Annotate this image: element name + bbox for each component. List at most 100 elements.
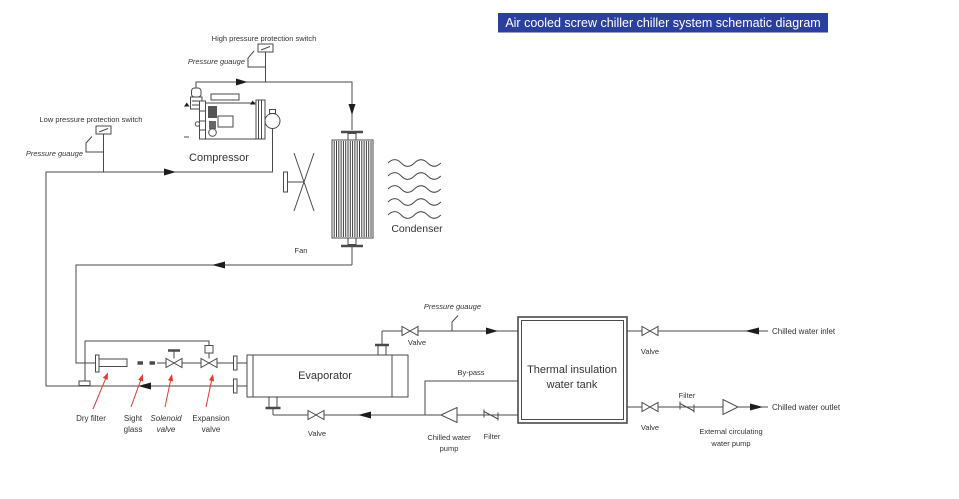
high-pressure-switch-label: High pressure protection switch [212, 34, 317, 43]
chilled-water-pump-label-2: pump [440, 444, 459, 453]
evaporator-label: Evaporator [298, 370, 352, 382]
flow-arrow-down-icon [348, 104, 356, 115]
chilled-water-pump-label: Chilled water [427, 433, 471, 442]
evaporator-bottom-stub [268, 397, 278, 407]
condenser-symbol [331, 130, 374, 265]
solenoid-valve-label-2: valve [157, 425, 176, 434]
valve-icon [314, 409, 325, 421]
hp-pressure-gauge-icon [247, 50, 266, 68]
right-flange-ribs [258, 100, 262, 139]
discharge-line [195, 43, 356, 130]
evaporator-upper-stub-flange [233, 355, 238, 371]
compressor-label: Compressor [189, 152, 249, 164]
valve-icon [408, 325, 419, 337]
condenser-top-stem [347, 133, 357, 141]
valve-icon [641, 325, 652, 337]
compressor-port [208, 128, 217, 137]
valve-label-water-top: Valve [408, 338, 426, 347]
wave-icon [387, 185, 442, 193]
expansion-head [204, 345, 214, 354]
tank-label: Thermal insulation [527, 364, 617, 376]
expansion-valve-icon [207, 357, 218, 369]
wave-icon [387, 172, 442, 180]
motor-cap [269, 109, 276, 114]
suction-line [45, 125, 273, 390]
leader-arrowhead-icon [138, 374, 144, 382]
fan-symbol [283, 152, 315, 212]
page-title: Air cooled screw chiller chiller system … [505, 16, 820, 30]
title-banner: Air cooled screw chiller chiller system … [498, 13, 828, 33]
dry-filter-label: Dry filter [76, 414, 106, 423]
air-flow-waves [387, 159, 442, 219]
condenser-bottom-stem [347, 237, 357, 245]
flow-arrow-left-icon [212, 261, 225, 269]
condenser-coil-fins [333, 141, 372, 237]
expansion-valve-label: Expansion [192, 414, 229, 423]
pressure-gauge-label-water: Pressure guauge [424, 302, 481, 311]
valve-icon [648, 325, 659, 337]
evaporator-top-stub [377, 346, 387, 355]
leader-arrowhead-icon [209, 374, 215, 382]
external-pump-label: External circulating [699, 427, 762, 436]
solenoid-valve-icon [165, 357, 176, 369]
expansion-valve-icon [200, 357, 211, 369]
liquid-pipe [75, 264, 352, 364]
external-pump-icon [722, 398, 740, 416]
leader-dry-filter [92, 376, 107, 410]
wave-icon [387, 159, 442, 167]
evaporator-lower-stub-flange [233, 378, 238, 394]
compressor-top-housing [210, 93, 240, 101]
title-background [498, 13, 828, 33]
compressor-plate [217, 115, 234, 128]
compressor-hatch-2 [209, 121, 216, 129]
fan-motor [283, 171, 288, 193]
expansion-valve-label-2: valve [202, 425, 221, 434]
flange-ribs [199, 110, 206, 131]
wave-icon [387, 211, 442, 219]
condenser-label: Condenser [391, 223, 443, 235]
valve-icon [401, 325, 412, 337]
leader-sight-glass [130, 377, 142, 408]
water-supply-line [382, 315, 518, 337]
leader-arrowhead-icon [168, 374, 174, 382]
fan-label: Fan [295, 246, 308, 255]
flow-arrow-right-icon [750, 403, 763, 411]
filter-label-outlet: Filter [679, 391, 696, 400]
diagram-labels: High pressure protection switch Pressure… [26, 34, 841, 453]
leader-solenoid-valve [164, 378, 172, 408]
flow-arrow-right-icon [486, 327, 498, 335]
small-port-icon [194, 121, 201, 127]
water-pressure-gauge-icon [451, 315, 459, 331]
wave-icon [387, 198, 442, 206]
flow-arrow-left-icon [745, 327, 759, 335]
flow-arrow-right-icon [236, 78, 248, 86]
small-mark-icon [184, 102, 190, 107]
valve-label-outlet: Valve [641, 423, 659, 432]
tank-inner [521, 320, 624, 420]
tank-outer [517, 316, 628, 424]
sensing-bulb-icon [78, 380, 91, 386]
bypass-line [424, 380, 518, 415]
compressor-symbol [184, 87, 281, 140]
filter-icon [679, 401, 695, 413]
tank-label-2: water tank [546, 379, 598, 391]
liquid-line [75, 261, 352, 386]
chilled-water-pump-icon [439, 406, 458, 424]
water-tank-symbol [517, 316, 628, 424]
chilled-water-outlet-label: Chilled water outlet [772, 403, 841, 412]
evaporator-symbol [233, 331, 409, 415]
pump-return-line [273, 406, 518, 424]
sight-glass-label-2: glass [124, 425, 143, 434]
chilled-water-inlet-line [627, 325, 768, 337]
solenoid-valve-icon [172, 357, 183, 369]
chilled-water-inlet-label: Chilled water inlet [772, 327, 836, 336]
valve-label-inlet: Valve [641, 347, 659, 356]
valve-icon [307, 409, 318, 421]
dry-filter-icon [98, 358, 128, 367]
valve-label-pump-line: Valve [308, 429, 326, 438]
pressure-gauge-label-top: Pressure guauge [188, 57, 245, 66]
solenoid-valve-label: Solenoid [150, 414, 182, 423]
sight-glass-label: Sight [124, 414, 143, 423]
